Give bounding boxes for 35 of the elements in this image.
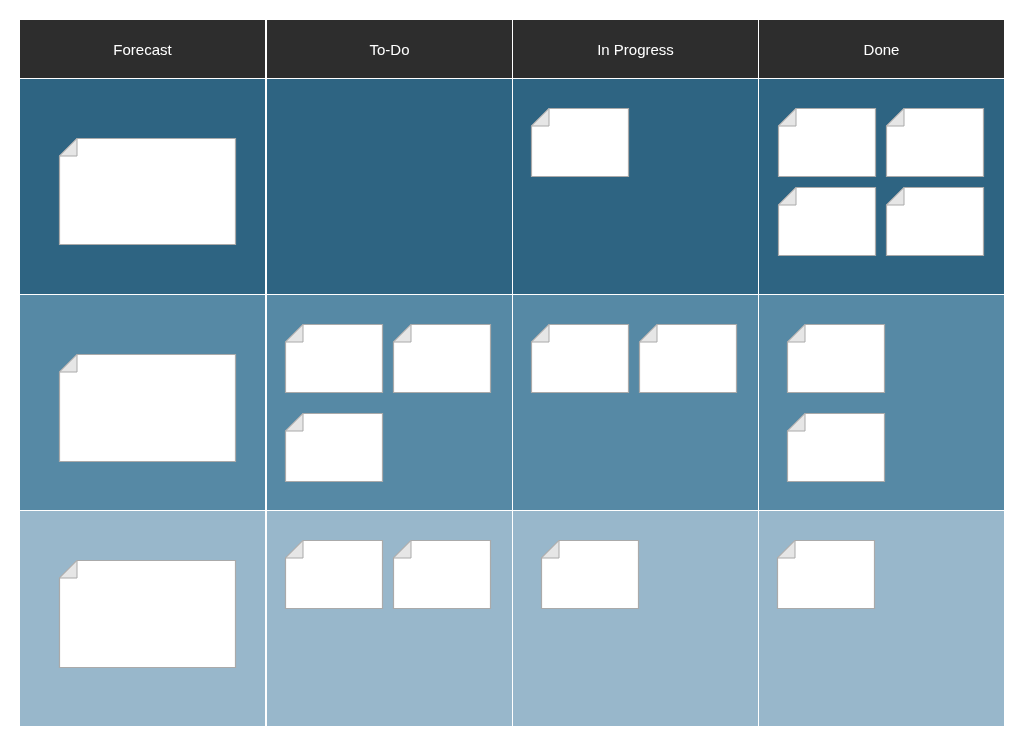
board-cell <box>267 511 512 726</box>
note-card <box>285 540 383 609</box>
note-card <box>787 413 885 482</box>
note-card <box>778 187 876 256</box>
note-card <box>285 324 383 393</box>
column-header: Forecast <box>20 20 265 78</box>
column-header: Done <box>759 20 1004 78</box>
board-cell <box>759 511 1004 726</box>
note-card <box>393 540 491 609</box>
board-cell <box>759 79 1004 294</box>
board-cell <box>20 79 265 294</box>
board-cell <box>759 295 1004 510</box>
note-card <box>541 540 639 609</box>
board-cell <box>267 295 512 510</box>
board-cell <box>267 79 512 294</box>
note-card <box>285 413 383 482</box>
column-header: To-Do <box>267 20 512 78</box>
note-card <box>531 324 629 393</box>
note-card <box>59 138 236 245</box>
note-card <box>639 324 737 393</box>
note-card <box>59 354 236 462</box>
board-cell <box>20 295 265 510</box>
board-cell <box>513 511 758 726</box>
note-card <box>393 324 491 393</box>
note-card <box>777 540 875 609</box>
column-header: In Progress <box>513 20 758 78</box>
board-cell <box>513 79 758 294</box>
note-card <box>886 187 984 256</box>
board-cell <box>513 295 758 510</box>
note-card <box>886 108 984 177</box>
note-card <box>787 324 885 393</box>
note-card <box>59 560 236 668</box>
note-card <box>778 108 876 177</box>
note-card <box>531 108 629 177</box>
board-cell <box>20 511 265 726</box>
